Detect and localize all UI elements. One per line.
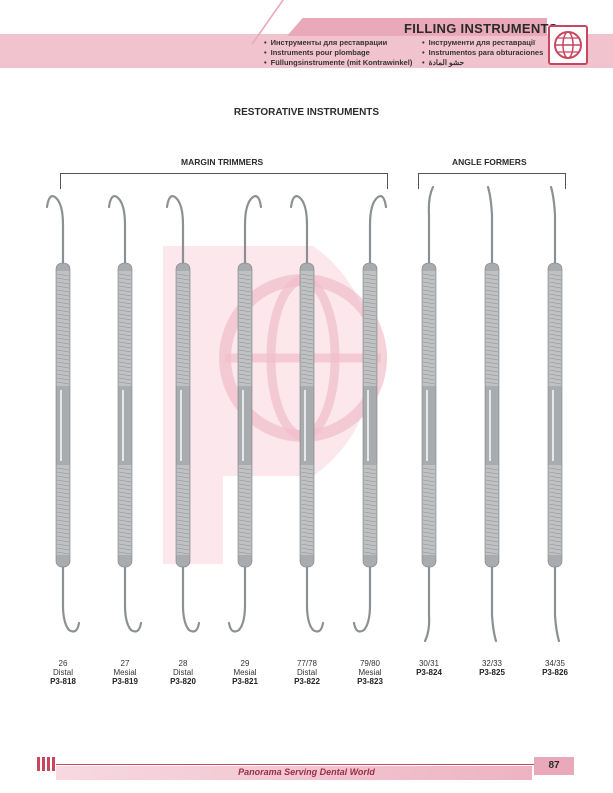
instrument-type: Mesial: [113, 668, 137, 677]
instrument-type: Distal: [296, 668, 317, 677]
instrument-code: P3-823: [357, 677, 383, 686]
language-item: Instrumentos para obturaciones: [422, 48, 544, 58]
footer-tagline: Panorama Serving Dental World: [238, 767, 375, 777]
instrument-code: P3-819: [112, 677, 138, 686]
instrument-code: P3-820: [170, 677, 196, 686]
instrument-size: 29: [240, 659, 250, 668]
footer-band: [56, 766, 532, 780]
language-list-left: Инструменты для реставрации Instruments …: [264, 38, 413, 68]
instrument-type: Distal: [52, 668, 73, 677]
instrument-code: P3-826: [542, 668, 568, 677]
instrument-p3-826: [547, 185, 563, 643]
group-title-margin-trimmers: MARGIN TRIMMERS: [181, 157, 264, 167]
footer-line: [56, 764, 535, 765]
instrument-p3-825: [484, 185, 500, 643]
title-box: [287, 18, 547, 36]
instrument-size: 27: [120, 659, 130, 668]
instrument-code: P3-822: [294, 677, 320, 686]
language-item: Instruments pour plombage: [264, 48, 412, 58]
instrument-size: 28: [178, 659, 188, 668]
globe-p-logo-icon: [548, 25, 588, 65]
footer-bars-icon: [37, 757, 57, 776]
instrument-p3-824: [421, 185, 437, 643]
language-list-right: Інструменти для реставрації Instrumentos…: [422, 38, 544, 68]
language-item: حشو المادة: [422, 58, 543, 68]
instrument-code: P3-818: [50, 677, 76, 686]
bracket-angle-formers: [418, 173, 566, 189]
instrument-size: 77/78: [296, 659, 318, 668]
page-number: 87: [534, 757, 574, 775]
group-title-angle-formers: ANGLE FORMERS: [452, 157, 527, 167]
bracket-margin-trimmers: [60, 173, 388, 189]
language-item: Інструменти для реставрації: [422, 38, 543, 48]
instrument-p3-823: [352, 195, 388, 633]
instrument-size: 79/80: [359, 659, 381, 668]
instrument-p3-822: [289, 195, 325, 633]
language-item: Инструменты для реставрации: [264, 38, 412, 48]
instrument-type: Mesial: [358, 668, 382, 677]
instrument-code: P3-825: [479, 668, 505, 677]
instrument-type: Distal: [172, 668, 193, 677]
instrument-size: 26: [58, 659, 68, 668]
page-title: FILLING INSTRUMENTS: [404, 21, 558, 36]
instrument-p3-818: [45, 195, 81, 633]
instrument-p3-820: [165, 195, 201, 633]
instrument-p3-821: [227, 195, 263, 633]
instrument-type: Mesial: [233, 668, 257, 677]
instrument-p3-819: [107, 195, 143, 633]
language-item: Füllungsinstrumente (mit Kontrawinkel): [264, 58, 413, 68]
instrument-code: P3-824: [416, 668, 442, 677]
instrument-size: 32/33: [481, 659, 503, 668]
section-title: RESTORATIVE INSTRUMENTS: [233, 107, 380, 118]
instrument-size: 30/31: [418, 659, 440, 668]
instrument-size: 34/35: [544, 659, 566, 668]
instrument-code: P3-821: [232, 677, 258, 686]
